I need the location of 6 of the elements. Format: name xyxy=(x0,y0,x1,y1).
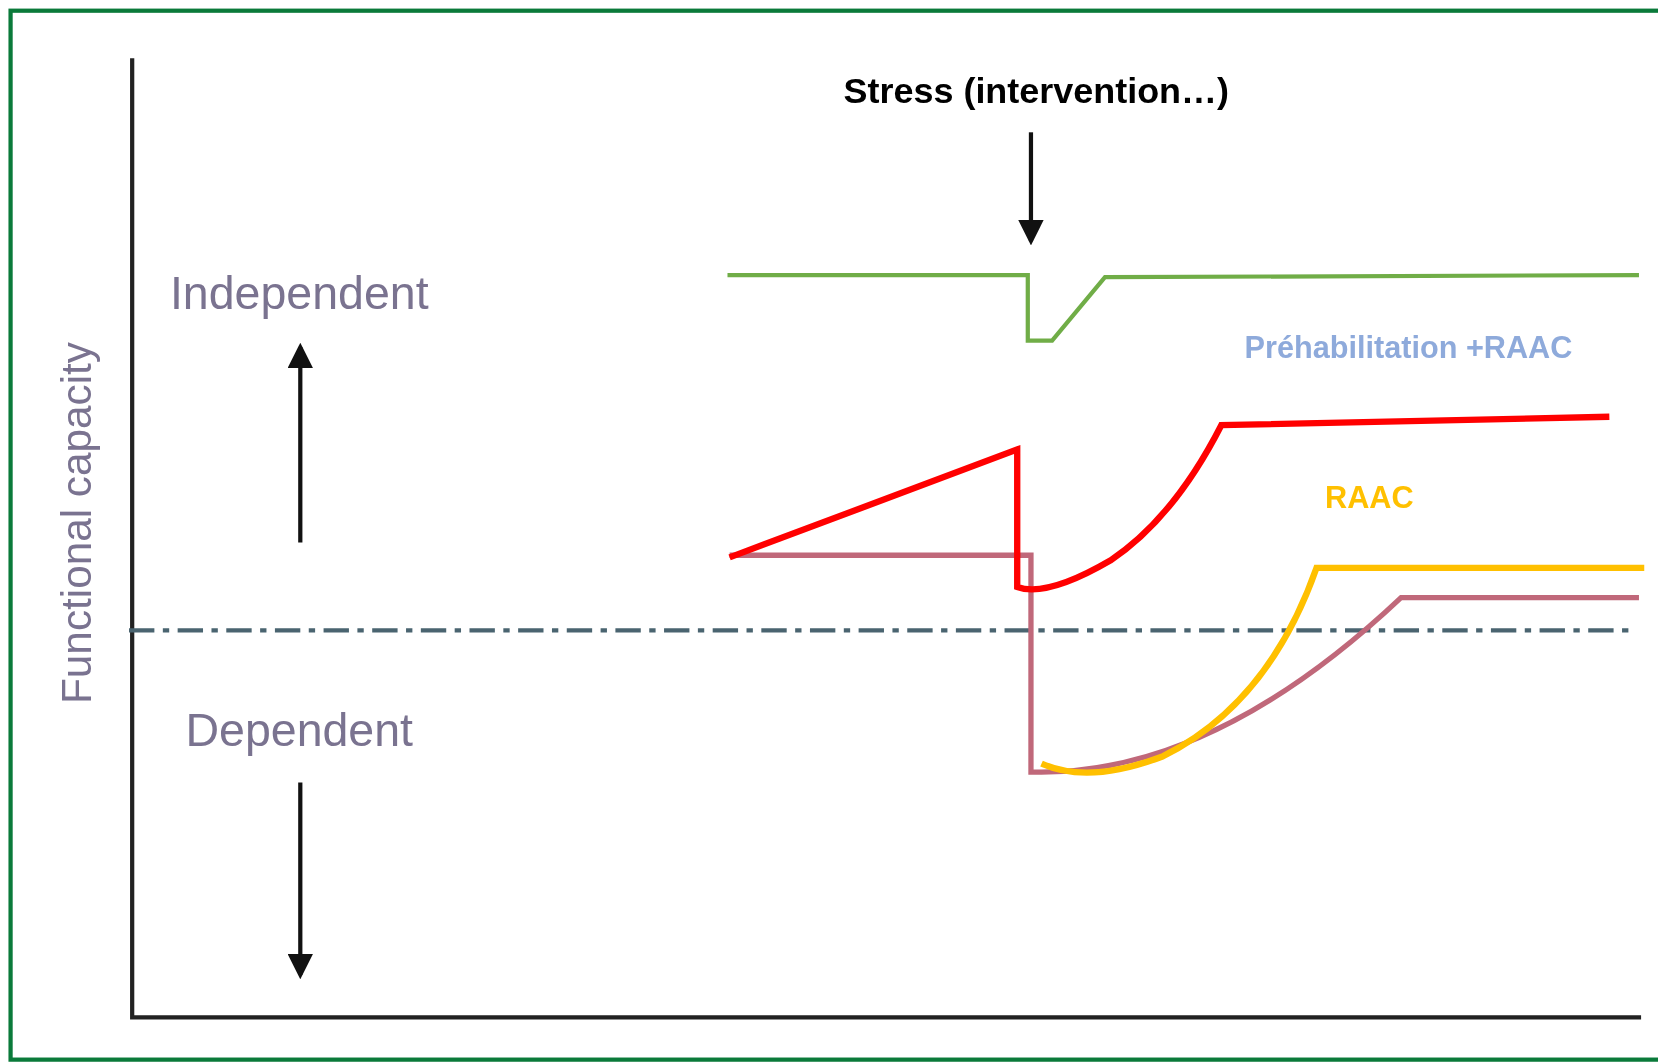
curve-label: Préhabilitation +RAAC xyxy=(1244,329,1573,365)
stress-label: Stress (intervention…) xyxy=(843,69,1229,112)
dependent-label: Dependent xyxy=(185,702,414,757)
curve-label: RAAC xyxy=(1325,479,1414,515)
axis-label: Functional capacity xyxy=(53,342,102,705)
independent-label: Independent xyxy=(169,265,429,320)
